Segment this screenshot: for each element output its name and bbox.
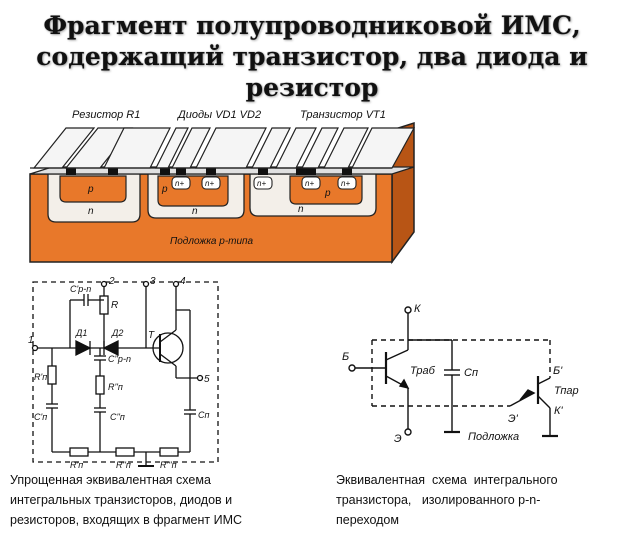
l-rpb1: R'п	[70, 460, 83, 470]
label-resistor: Резистор R1	[72, 109, 140, 121]
right-caption-line: Эквивалентная схема интегрального	[336, 473, 558, 487]
r-tpar: Тпар	[554, 385, 579, 397]
label-nplus-2: n+	[205, 179, 214, 188]
l-cp2: C''п	[110, 412, 125, 422]
lnode-4: 4	[180, 276, 186, 287]
title-line-2: содержащий транзистор, два диода и	[36, 42, 588, 71]
label-nplus-5: n+	[341, 179, 350, 188]
l-rpb3: R'''п	[160, 460, 177, 470]
label-p-2: p	[161, 184, 168, 195]
label-nplus-4: n+	[305, 179, 314, 188]
region-labels: p n p n n+ n+ n+ n+ n+ p n Подложка p-ти…	[87, 179, 350, 247]
title-line-3: резистор	[245, 73, 379, 102]
left-caption-line: интегральных транзисторов, диодов и	[10, 493, 233, 507]
left-dashed-border	[32, 281, 219, 463]
label-diodes: Диоды VD1 VD2	[176, 109, 261, 121]
left-caption-line: Упрощенная эквивалентная схема	[10, 473, 211, 487]
lnode-3: 3	[150, 276, 156, 287]
l-cp1: C'п	[34, 412, 47, 422]
r-cp: Cп	[464, 367, 478, 379]
l-d1: Д1	[75, 328, 87, 338]
label-nplus-3: n+	[257, 179, 266, 188]
right-caption: Эквивалентная схема интегрального транзи…	[336, 470, 620, 530]
l-cp3: Cп	[198, 410, 209, 420]
l-d2: Д2	[111, 328, 123, 338]
label-p-1: p	[87, 184, 94, 195]
label-nplus-1: n+	[175, 179, 184, 188]
left-caption: Упрощенная эквивалентная схема интеграль…	[10, 470, 310, 530]
right-dashed-lines	[371, 339, 551, 407]
l-cpn2: C''p-n	[108, 354, 131, 364]
r-substrate: Подложка	[468, 431, 519, 443]
r-kprime: К'	[554, 405, 563, 417]
r-eprime: Э'	[508, 413, 519, 425]
r-k: К	[414, 303, 421, 315]
l-r: R	[111, 300, 118, 311]
diode-d2	[102, 339, 119, 357]
l-rpb2: R''п	[116, 460, 131, 470]
label-n-1: n	[88, 206, 94, 217]
r-e: Э	[394, 433, 402, 445]
lnode-5: 5	[204, 374, 210, 385]
left-caption-line: резисторов, входящих в фрагмент ИМС	[10, 513, 243, 527]
r-b: Б	[342, 351, 349, 363]
right-caption-line: переходом	[336, 513, 399, 527]
substrate-label: Подложка p-типа	[170, 236, 254, 247]
page-title: Фрагмент полупроводниковой ИМС, содержащ…	[0, 10, 624, 103]
lnode-1: 1	[28, 335, 34, 346]
r-bprime: Б'	[553, 365, 563, 377]
label-n-3: n	[298, 204, 304, 215]
diode-d1	[75, 339, 92, 357]
l-rp2: R''п	[108, 382, 123, 392]
label-p-3: p	[324, 188, 331, 199]
title-line-1: Фрагмент полупроводниковой ИМС,	[43, 11, 581, 40]
metal-contacts	[66, 168, 352, 175]
oxide-layer	[29, 166, 415, 175]
label-n-2: n	[192, 206, 198, 217]
right-caption-line: транзистора, изолированного р-n-	[336, 493, 541, 507]
l-rp1: R'п	[34, 372, 47, 382]
l-cpn: C'p-n	[70, 284, 91, 294]
nplus-regions	[171, 176, 357, 190]
label-transistor: Транзистор VT1	[300, 109, 386, 121]
l-t: T	[148, 330, 155, 341]
r-trab: Траб	[410, 365, 436, 377]
lnode-2: 2	[108, 276, 115, 287]
